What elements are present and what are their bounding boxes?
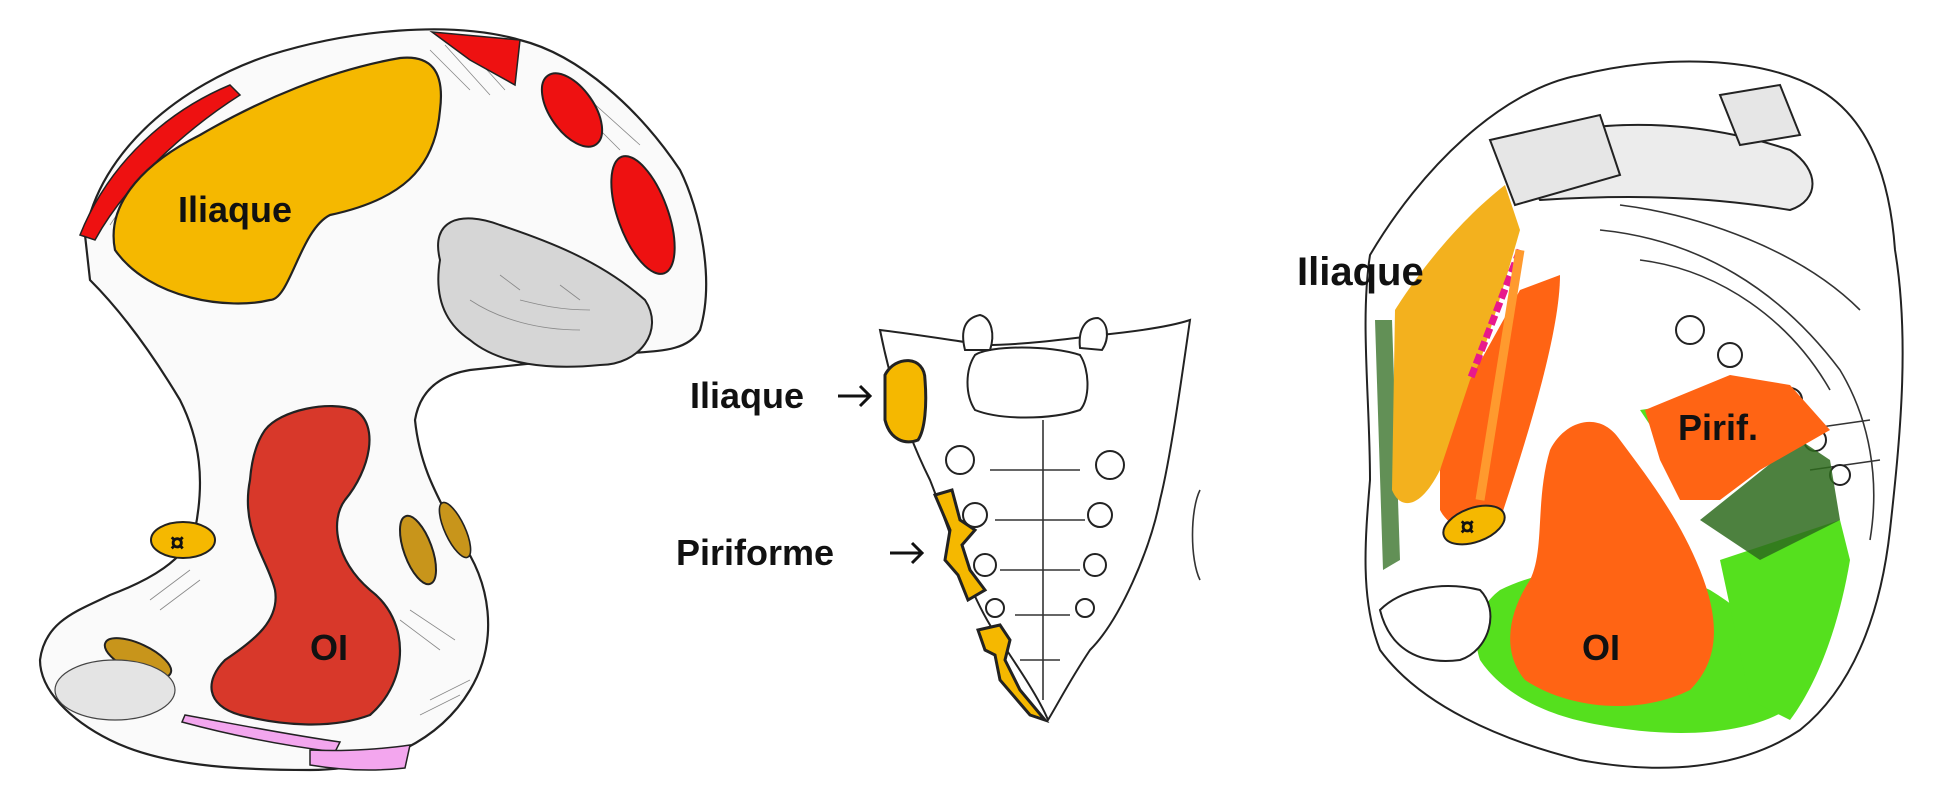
piriforme-label-middle: Piriforme <box>676 532 834 573</box>
pelvis-contour-lines <box>1599 204 1881 541</box>
pink-muscle-lower <box>309 744 411 771</box>
iliaque-muscle-right <box>1392 185 1520 504</box>
green-muscle-left-edge <box>1375 320 1400 570</box>
acetabulum-lunate-detail <box>469 274 591 331</box>
piriformis-muscle-right <box>1645 375 1830 500</box>
ischial-shadow <box>54 659 176 721</box>
hip-bone-panel: Iliaque OI ¤ <box>38 28 708 772</box>
iliaque-arrow-icon <box>838 384 873 408</box>
symbol-right: ¤ <box>1460 511 1474 541</box>
tan-muscle-mid <box>398 514 438 586</box>
sacrum-top-right-process <box>1078 316 1108 352</box>
iliaque-label-left: Iliaque <box>178 189 292 230</box>
symbol-left: ¤ <box>170 527 184 557</box>
iliaque-label-middle: Iliaque <box>690 375 804 416</box>
acetabulum <box>437 217 653 368</box>
sacral-ridges <box>990 469 1085 661</box>
sacral-vertebra-block <box>1488 113 1622 207</box>
pubic-bone <box>1378 585 1492 662</box>
oi-label-left: OI <box>310 627 348 668</box>
adjacent-bone-hint <box>1191 489 1201 581</box>
psoas-tendon <box>1475 249 1525 501</box>
sacrum-piriforme-muscle <box>932 488 988 603</box>
sacral-foramina <box>945 445 1125 618</box>
sacrum-panel: Iliaque Piriforme <box>676 313 1201 724</box>
sacrum-top-left-process <box>962 313 994 351</box>
sacral-wing-right <box>1718 83 1802 147</box>
obturator-tubercle-spot-right <box>1442 504 1506 546</box>
sacrum-lower-piriforme-muscle <box>976 623 1050 724</box>
sacrum-iliaque-muscle <box>883 359 928 444</box>
piriforme-arrow-icon <box>890 541 925 565</box>
gluteal-red-muscle-upper <box>540 72 604 148</box>
iliaque-muscle-area <box>112 56 443 305</box>
oi-muscle-right <box>1510 421 1714 707</box>
magenta-band <box>1466 248 1524 382</box>
dark-green-hatched-muscle <box>1700 440 1840 560</box>
green-muscle-right <box>1720 520 1850 720</box>
iliaque-label-right: Iliaque <box>1297 250 1424 294</box>
gluteal-red-muscle-lower <box>610 155 676 275</box>
pelvis-panel: Iliaque OI Pirif. ¤ <box>1297 60 1904 769</box>
obturator-interne-area <box>210 404 401 726</box>
crest-top-red-muscle <box>429 31 521 87</box>
tan-muscle-right <box>438 501 472 559</box>
pirif-label-right: Pirif. <box>1678 407 1758 448</box>
sacrum-promontory <box>966 346 1089 419</box>
obturator-tubercle-spot <box>150 521 216 559</box>
oi-label-right: OI <box>1582 627 1620 668</box>
